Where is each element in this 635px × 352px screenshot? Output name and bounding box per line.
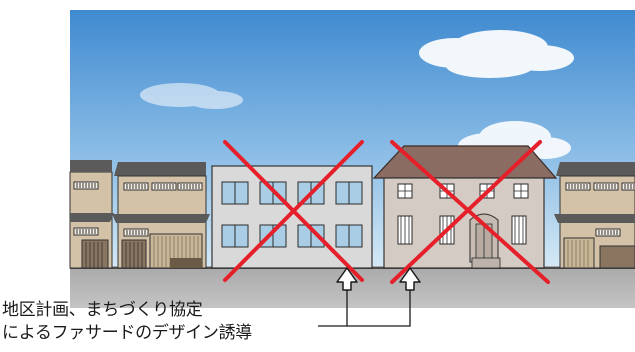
modern-building: [211, 165, 373, 269]
machiya-right-partial: [554, 162, 635, 269]
cloud-left: [140, 83, 243, 109]
machiya-townhouse: [112, 162, 210, 269]
caption-line-1: 地区計画、まちづくり協定: [2, 300, 203, 320]
machiya-left-partial: [69, 160, 114, 269]
cloud-upper-right: [419, 30, 574, 78]
leader-line: [318, 290, 411, 327]
cross-mark-icon: [390, 140, 550, 284]
caption-line-2: によるファサードのデザイン誘導: [2, 323, 252, 343]
cross-mark-icon: [223, 140, 364, 282]
